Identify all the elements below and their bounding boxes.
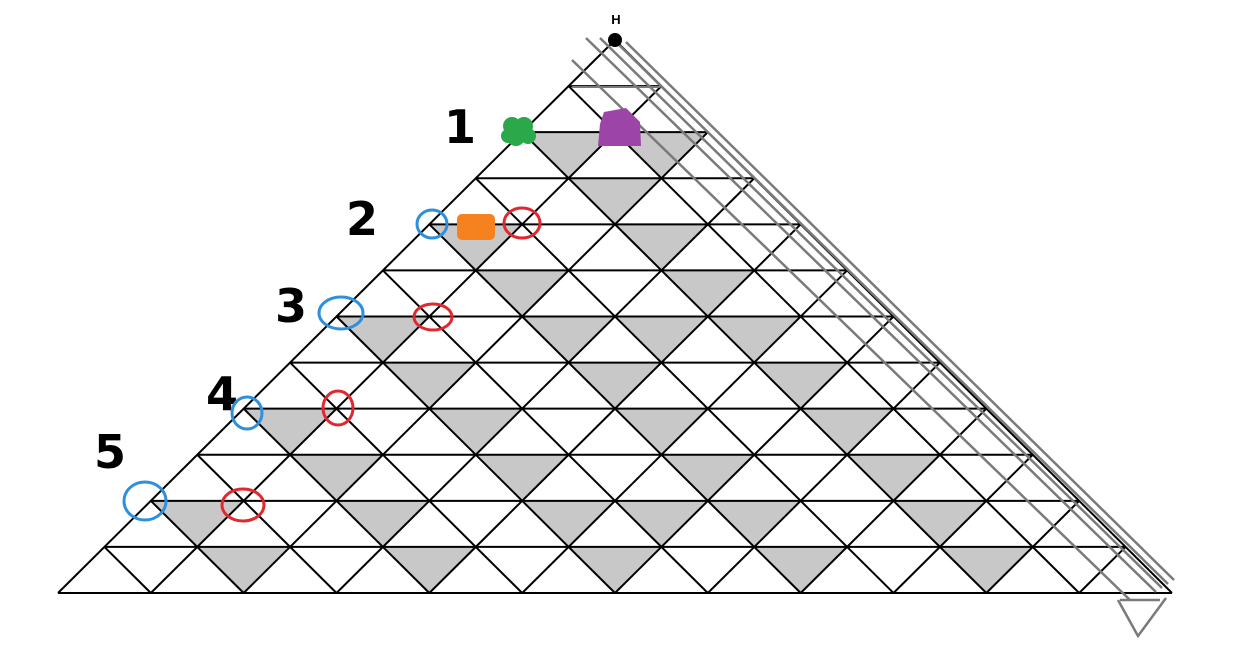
grid-line — [150, 85, 663, 594]
shaded-cell — [615, 408, 708, 455]
row-label-1: 1 — [444, 100, 476, 154]
shaded-cell — [150, 500, 244, 547]
row-label-2: 2 — [346, 192, 378, 246]
shaded-cell — [707, 316, 801, 363]
blue-circle-row-3 — [317, 295, 365, 331]
shaded-cell — [661, 270, 755, 317]
shaded-cell — [754, 546, 848, 593]
red-circle-row-2 — [502, 206, 542, 240]
red-circle-row-5 — [220, 487, 266, 523]
shaded-cell — [568, 362, 662, 409]
shaded-cell — [382, 546, 476, 593]
shaded-cell — [615, 316, 708, 363]
shaded-cell — [475, 454, 569, 501]
row-label-3: 3 — [275, 279, 307, 333]
diagonal-overlay-strips — [571, 37, 1175, 639]
grid-line — [335, 177, 755, 594]
grid-line — [242, 131, 709, 594]
green-blob — [501, 117, 536, 146]
grid-line — [428, 223, 802, 594]
shaded-cell — [661, 454, 755, 501]
shaded-cell — [522, 500, 615, 547]
grid-line — [475, 177, 895, 594]
apex-label: H — [611, 12, 620, 27]
shaded-cell — [429, 408, 523, 455]
shaded-cell — [429, 224, 523, 271]
row-label-5: 5 — [94, 425, 126, 479]
grid-line — [985, 500, 1080, 594]
shaded-cell — [336, 316, 430, 363]
shaded-cell — [847, 454, 940, 501]
grid-line — [196, 454, 338, 594]
grid-line — [892, 454, 1034, 594]
grid-line — [614, 315, 895, 594]
grid-line — [707, 361, 941, 594]
overlay-line — [625, 41, 1175, 581]
shaded-cell — [615, 500, 708, 547]
shaded-cell — [382, 362, 476, 409]
red-circle-row-4 — [321, 389, 355, 427]
shaded-cell — [893, 500, 987, 547]
shaded-cell — [568, 546, 662, 593]
grid-line — [382, 269, 709, 594]
overlay-line — [613, 39, 1169, 585]
shaded-cell — [522, 132, 615, 179]
shaded-cell — [615, 224, 708, 271]
shaded-cell — [939, 546, 1033, 593]
shaded-triangles — [150, 132, 1033, 593]
overlay-line — [585, 37, 1157, 593]
grid-line — [103, 546, 152, 594]
shaded-cell — [707, 500, 801, 547]
shaded-cell — [197, 546, 291, 593]
overlay-line — [599, 37, 1163, 589]
apex-point — [608, 33, 622, 47]
shaded-cell — [290, 454, 383, 501]
shaded-cell — [475, 270, 569, 317]
grid-line — [567, 85, 1080, 594]
purple-blob — [598, 108, 641, 146]
shaded-cell — [243, 408, 337, 455]
blue-circle-row-4 — [230, 395, 264, 431]
overlay-line — [571, 59, 1131, 601]
shaded-cell — [568, 178, 662, 225]
shaded-cell — [754, 362, 848, 409]
blue-circle-row-2 — [415, 208, 449, 240]
grid-line — [521, 269, 848, 594]
blue-circle-row-5 — [122, 480, 168, 522]
overlay-line — [1116, 597, 1168, 639]
shaded-cell — [336, 500, 430, 547]
shaded-cell — [800, 408, 894, 455]
orange-blob — [457, 214, 495, 240]
shaded-cell — [522, 316, 615, 363]
grid-line — [289, 361, 523, 594]
grid-line — [799, 407, 988, 594]
red-circle-row-3 — [412, 302, 454, 332]
